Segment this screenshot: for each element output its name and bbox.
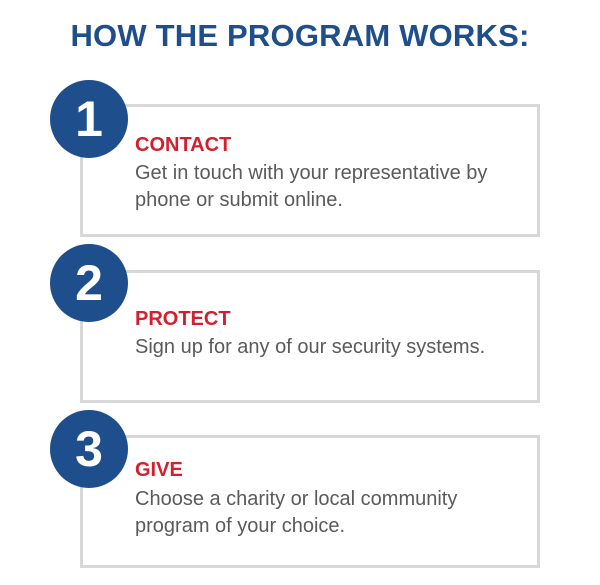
step-card-contact: 1 CONTACT Get in touch with your represe…: [50, 80, 540, 237]
step-box: [80, 270, 540, 403]
step-heading: GIVE: [135, 459, 183, 481]
step-description: Sign up for any of our security systems.: [135, 336, 486, 358]
step-number-badge: 2: [50, 244, 128, 322]
step-number-badge: 1: [50, 80, 128, 158]
step-card-give: 3 GIVE Choose a charity or local communi…: [50, 410, 540, 568]
step-heading: CONTACT: [135, 134, 232, 156]
step-box: [80, 104, 540, 237]
step-description: Get in touch with your representative by…: [135, 162, 488, 211]
step-description: Choose a charity or local community prog…: [135, 488, 458, 537]
page-title: HOW THE PROGRAM WORKS:: [70, 18, 530, 53]
step-card-protect: 2 PROTECT Sign up for any of our securit…: [50, 244, 540, 403]
step-number-badge: 3: [50, 410, 128, 488]
step-heading: PROTECT: [135, 308, 231, 330]
step-box: [80, 435, 540, 568]
